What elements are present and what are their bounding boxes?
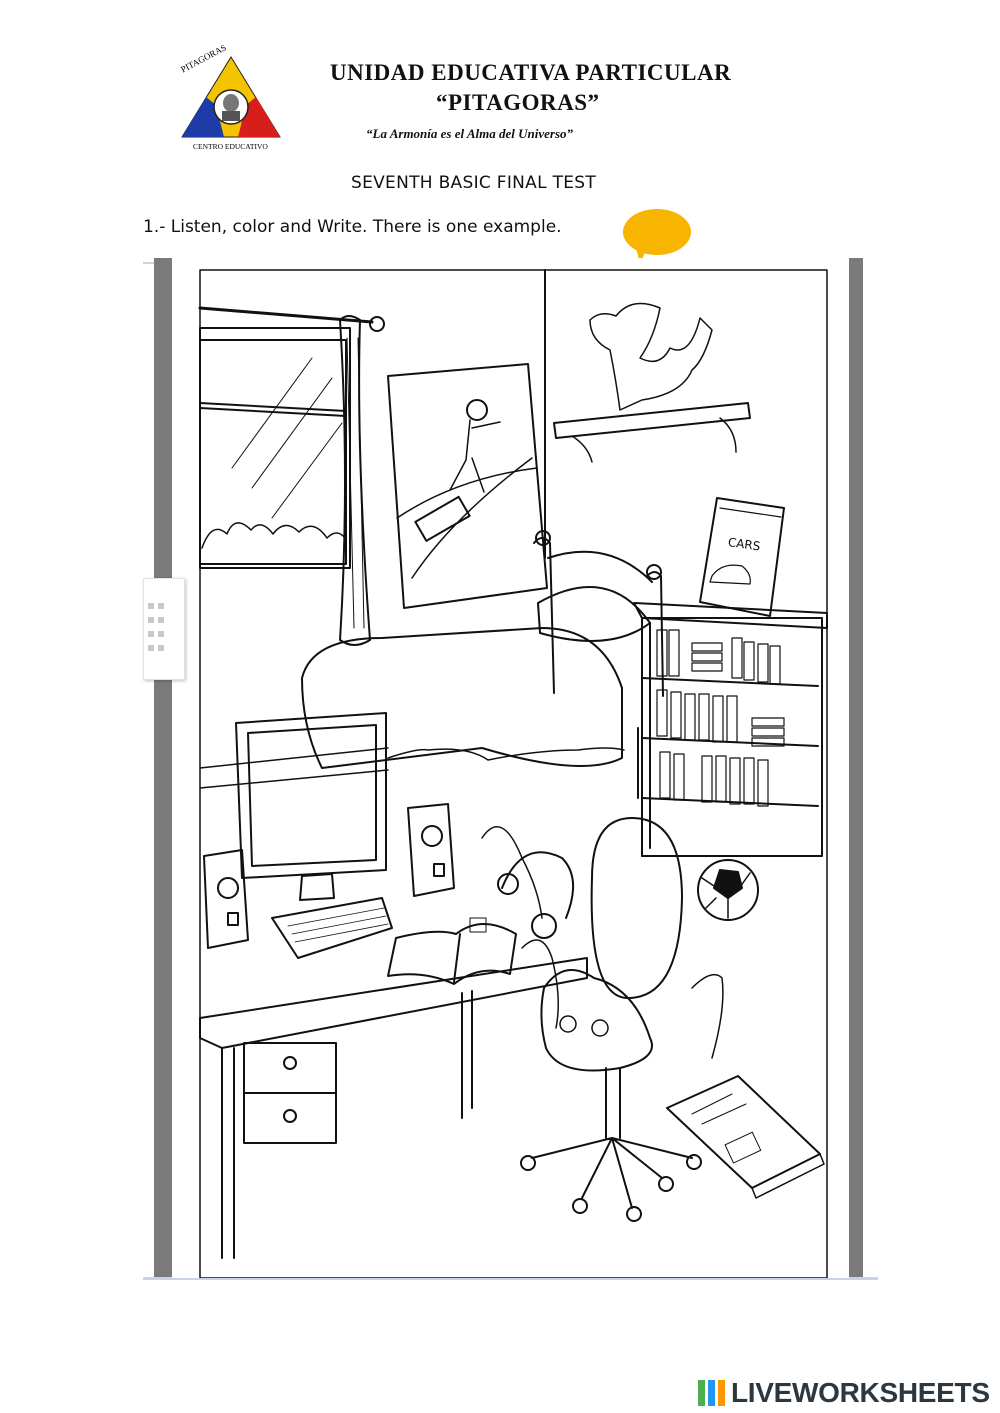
left-speaker bbox=[203, 849, 249, 949]
school-name-quoted: “PITAGORAS” bbox=[436, 90, 600, 115]
cars-book-label: CARS bbox=[727, 535, 761, 553]
frame-top-edge bbox=[143, 262, 154, 264]
drag-handle-dot bbox=[148, 631, 154, 637]
school-name: UNIDAD EDUCATIVA PARTICULAR bbox=[330, 60, 732, 85]
keyboard bbox=[271, 897, 393, 959]
drag-handle-dot bbox=[148, 603, 154, 609]
computer-monitor bbox=[235, 712, 387, 901]
test-title: SEVENTH BASIC FINAL TEST bbox=[351, 173, 597, 193]
window bbox=[199, 327, 351, 569]
magazine bbox=[666, 1075, 825, 1199]
logo-arc-text: PITAGORAS bbox=[179, 45, 228, 75]
wall-poster bbox=[387, 363, 548, 609]
frame-bottom-edge bbox=[143, 1277, 878, 1280]
liveworksheets-brand-text: LIVEWORKSHEETS bbox=[731, 1377, 990, 1408]
logo-base-text: CENTRO EDUCATIVO bbox=[193, 142, 268, 151]
curtain bbox=[198, 306, 385, 646]
instruction-text: 1.- Listen, color and Write. There is on… bbox=[143, 217, 562, 237]
wall-shelf-with-dragon bbox=[553, 302, 751, 463]
desk bbox=[199, 957, 588, 1259]
headphones bbox=[481, 826, 575, 939]
bedroom-illustration: CARS bbox=[172, 258, 849, 1278]
drag-handle-dot bbox=[148, 645, 154, 651]
frame-left-bar bbox=[154, 258, 172, 1280]
frame-right-bar bbox=[849, 258, 863, 1280]
open-book bbox=[387, 917, 517, 985]
soccer-ball bbox=[697, 859, 759, 921]
drag-handle-dot bbox=[148, 617, 154, 623]
drag-handle-dot bbox=[158, 603, 164, 609]
audio-speech-bubble-button[interactable] bbox=[620, 206, 695, 268]
school-logo: PITAGORAS CENTRO EDUCATIVO bbox=[179, 45, 281, 151]
cars-book: CARS bbox=[699, 497, 785, 617]
liveworksheets-brand[interactable]: LIVEWORKSHEETS bbox=[697, 1376, 990, 1410]
bed bbox=[199, 530, 664, 799]
drag-handle-dot bbox=[158, 617, 164, 623]
school-motto: “La Armonía es el Alma del Universo” bbox=[366, 126, 574, 141]
drag-handle[interactable] bbox=[143, 578, 185, 680]
right-speaker bbox=[407, 803, 455, 897]
liveworksheets-logo-icon bbox=[698, 1380, 725, 1406]
drag-handle-dot bbox=[158, 631, 164, 637]
office-chair bbox=[520, 817, 724, 1222]
drag-handle-dot bbox=[158, 645, 164, 651]
bookcase bbox=[633, 602, 828, 857]
room-wall-outline bbox=[199, 269, 828, 1278]
